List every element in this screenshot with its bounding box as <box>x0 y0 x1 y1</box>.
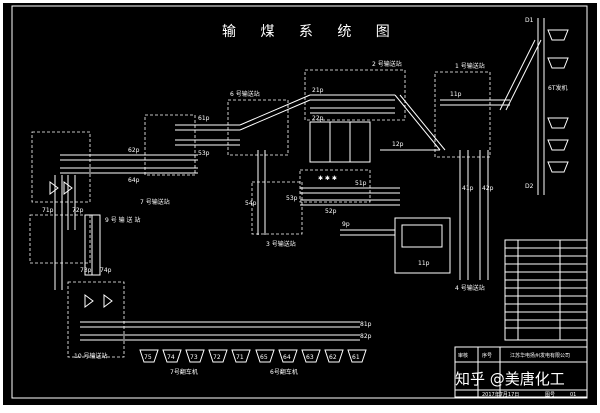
label-73p: 73p <box>80 267 92 274</box>
coal-silo-block <box>309 121 371 163</box>
label-41p: 41p <box>462 185 474 192</box>
label-6t: 6T发机 <box>548 84 567 92</box>
incline-to-bunker-a <box>499 39 536 111</box>
label-74p: 74p <box>100 267 112 274</box>
station-10-label: 10 号输送站 <box>74 352 108 360</box>
tb-drawing-no-label: 图号 <box>545 392 555 398</box>
tb-drawing-no: 01 <box>570 392 576 398</box>
dumper-7-label: 7号翻车机 <box>170 368 198 376</box>
station-2-label: 2 号输送站 <box>372 60 402 68</box>
label-42p: 42p <box>482 185 494 192</box>
label-12p: 12p <box>392 141 404 148</box>
parts-table <box>504 239 588 341</box>
hopper-75: 75 <box>144 354 152 361</box>
station-box-left-top <box>31 131 91 203</box>
label-64p: 64p <box>128 177 140 184</box>
hopper-62: 62 <box>329 354 337 361</box>
label-d2: D2 <box>525 183 534 190</box>
station-2-box <box>304 69 406 121</box>
watermark: 知乎 @美唐化工 <box>455 370 565 388</box>
station-9-label: 9 号 输 送 站 <box>105 216 140 224</box>
label-11p-box: 11p <box>418 260 430 267</box>
hopper-row <box>139 349 367 363</box>
title-block <box>454 346 588 398</box>
label-d1: D1 <box>525 17 534 24</box>
label-11p: 11p <box>450 91 462 98</box>
station-3-box <box>251 181 303 235</box>
label-9p: 9p <box>342 221 350 228</box>
station-10-box <box>67 281 125 358</box>
parts-table-rows <box>505 240 587 340</box>
hopper-65: 65 <box>260 354 268 361</box>
incline-2-to-1-a <box>394 94 441 151</box>
label-61p: 61p <box>198 115 210 122</box>
hopper-61: 61 <box>352 354 360 361</box>
label-22p: 22p <box>312 115 324 122</box>
station-box-left-mid <box>29 214 91 264</box>
tb-date: 2017年7月17日 <box>482 391 519 398</box>
drawing-area <box>3 3 597 405</box>
drawing-frame <box>11 5 588 399</box>
left-gates <box>49 181 73 195</box>
station-1-box <box>434 71 491 158</box>
incline-6-to-2-b <box>239 99 311 131</box>
unloader-inner <box>401 224 443 248</box>
label-53p-top: 53p <box>198 150 210 157</box>
hopper-71: 71 <box>236 354 244 361</box>
diagram-title: 输 煤 系 统 图 <box>222 24 400 40</box>
tb-review: 审核 <box>458 352 468 359</box>
incline-to-bunker-b <box>505 39 542 111</box>
label-72p: 72p <box>72 207 84 214</box>
station-7-label: 7 号输送站 <box>140 198 170 206</box>
crusher-symbols: ✱ ✱ ✱ <box>318 175 337 182</box>
label-52p: 52p <box>325 208 337 215</box>
tb-company: 江苏华电扬州发电有限公司 <box>510 352 570 359</box>
bunker-units <box>547 29 569 173</box>
label-53p: 53p <box>286 195 298 202</box>
incline-2-to-1-b <box>399 94 446 151</box>
hopper-64: 64 <box>283 354 291 361</box>
label-71p: 71p <box>42 207 54 214</box>
station-3-label: 3 号输送站 <box>266 240 296 248</box>
label-81p-bottom: 81p <box>360 321 372 328</box>
crusher-box <box>299 169 371 203</box>
label-21p: 21p <box>312 87 324 94</box>
incline-6-to-2-a <box>239 94 311 126</box>
label-51p: 51p <box>355 180 367 187</box>
station-4-label: 4 号输送站 <box>455 284 485 292</box>
bottom-gates <box>84 294 113 308</box>
label-62p: 62p <box>128 147 140 154</box>
hopper-72: 72 <box>213 354 221 361</box>
label-82p-bottom: 82p <box>360 333 372 340</box>
station-6-label: 6 号输送站 <box>230 90 260 98</box>
hopper-74: 74 <box>167 354 175 361</box>
hopper-73: 73 <box>190 354 198 361</box>
label-54p: 54p <box>245 200 257 207</box>
dumper-6-label: 6号翻车机 <box>270 368 298 376</box>
tb-seq: 序号 <box>482 352 492 359</box>
hopper-63: 63 <box>306 354 314 361</box>
station-1-label: 1 号输送站 <box>455 62 485 70</box>
unloader-box <box>394 217 451 274</box>
